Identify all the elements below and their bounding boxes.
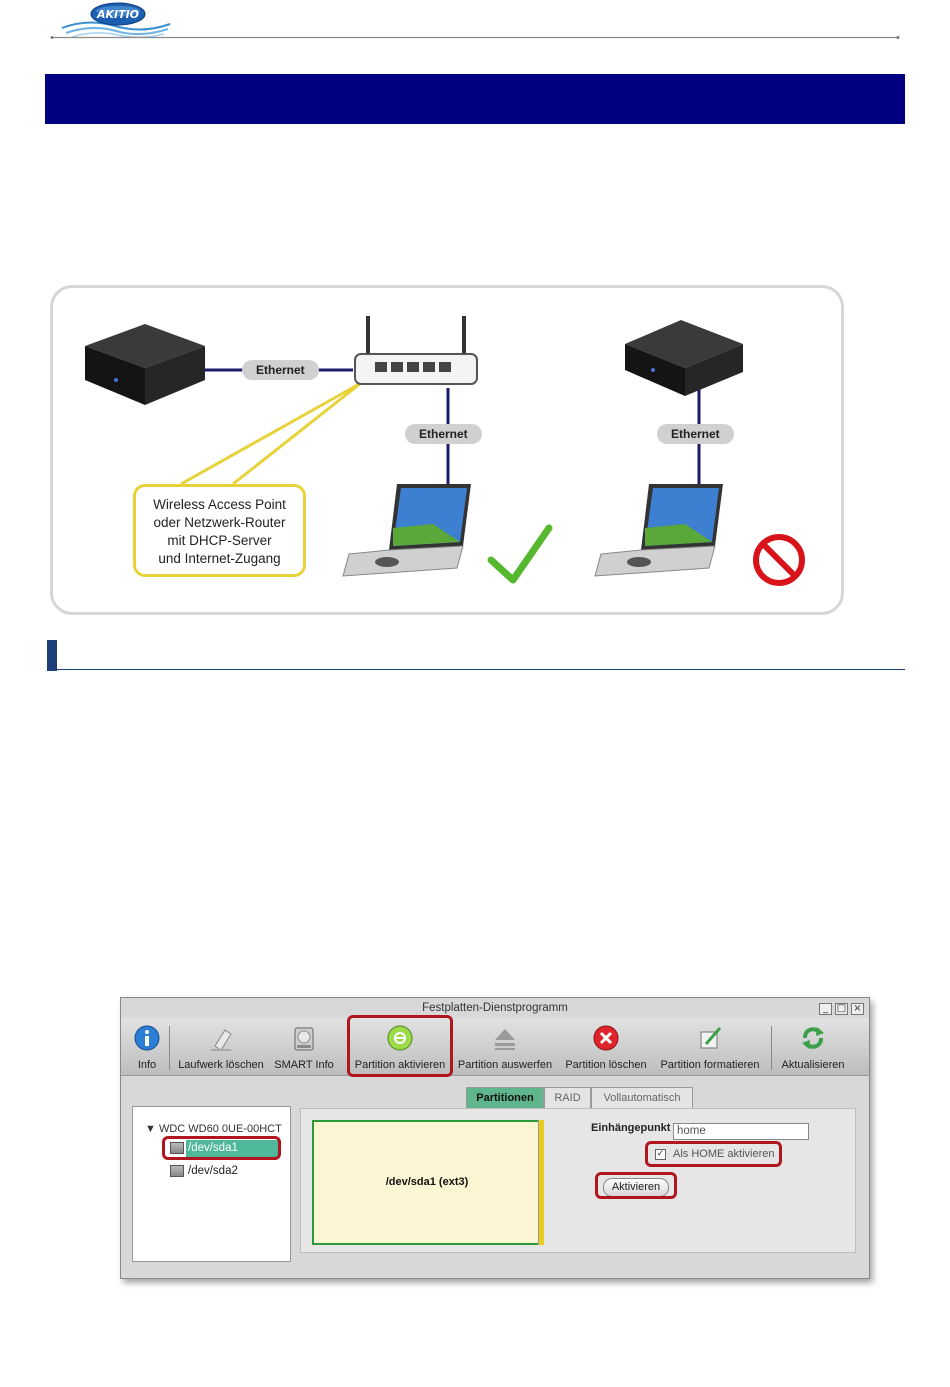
diagram-graphics [85, 316, 805, 586]
callout-line: oder Netzwerk-Router [153, 515, 286, 530]
callout-line: mit DHCP-Server [167, 533, 272, 548]
activate-partition-button[interactable]: Partition aktivieren [350, 1018, 450, 1076]
chapter-title-bar [45, 74, 905, 124]
ethernet-label: Ethernet [405, 424, 482, 444]
eject-partition-button[interactable]: Partition auswerfen [455, 1018, 555, 1076]
tree-item-sda2[interactable]: /dev/sda2 [188, 1165, 238, 1177]
refresh-icon [802, 1027, 824, 1049]
nas-device-icon [85, 324, 205, 405]
minimize-button[interactable]: _ [819, 1003, 832, 1015]
toolbar-label: Partition formatieren [660, 1059, 760, 1071]
tab-vollautomatisch[interactable]: Vollautomatisch [591, 1087, 693, 1110]
header-rule [50, 36, 900, 39]
ethernet-label: Ethernet [242, 360, 319, 380]
disk-utility-window: Festplatten-Dienstprogramm _ □ × Info La… [120, 997, 870, 1279]
eraser-icon [211, 1029, 232, 1051]
partition-map[interactable]: /dev/sda1 (ext3) [312, 1120, 544, 1245]
toolbar-label: Partition löschen [565, 1059, 647, 1071]
refresh-button[interactable]: Aktualisieren [777, 1018, 849, 1076]
disk-info-icon [294, 1027, 314, 1051]
partition-map-free-space [538, 1120, 544, 1245]
laptop-icon [342, 484, 471, 577]
delete-partition-button[interactable]: Partition löschen [561, 1018, 651, 1076]
partition-panel: /dev/sda1 (ext3) Einhängepunkt home ✓ Al… [300, 1108, 856, 1253]
close-button[interactable]: × [851, 1003, 864, 1015]
network-diagram: Ethernet Ethernet Ethernet Wireless Acce… [50, 285, 844, 615]
activate-button[interactable]: Aktivieren [603, 1178, 669, 1197]
tree-item-sda1[interactable]: /dev/sda1 [186, 1140, 278, 1157]
ethernet-label: Ethernet [657, 424, 734, 444]
partition-icon [170, 1142, 184, 1154]
partition-icon [170, 1165, 184, 1177]
toolbar-separator [169, 1026, 170, 1070]
toolbar-separator [771, 1026, 772, 1070]
forbidden-icon [753, 534, 805, 586]
home-checkbox-label: Als HOME aktivieren [673, 1148, 775, 1160]
info-icon [134, 1025, 160, 1051]
router-callout: Wireless Access Point oder Netzwerk-Rout… [133, 484, 306, 577]
format-partition-button[interactable]: Partition formatieren [657, 1018, 763, 1076]
window-title: Festplatten-Dienstprogramm [422, 1002, 568, 1014]
section-rule [57, 669, 905, 670]
check-icon [487, 524, 553, 584]
laptop-icon [594, 484, 723, 577]
format-icon [700, 1027, 722, 1049]
toolbar-label: Aktualisieren [781, 1059, 845, 1071]
disk-name: WDC WD60 0UE-00HCT [158, 1123, 282, 1135]
info-button[interactable]: Info [129, 1018, 165, 1076]
expand-arrow-icon[interactable]: ▼ [145, 1123, 159, 1135]
toolbar-label: Info [137, 1059, 157, 1071]
mount-point-input[interactable]: home [673, 1123, 809, 1140]
delete-icon [593, 1025, 619, 1051]
device-tree: ▼ WDC WD60 0UE-00HCT /dev/sda1 /dev/sda2 [132, 1106, 291, 1262]
toolbar-label: Partition auswerfen [457, 1059, 553, 1071]
eject-icon [495, 1029, 515, 1050]
callout-line: und Internet-Zugang [158, 551, 281, 566]
callout-line: Wireless Access Point [153, 497, 286, 512]
akitio-logo: AKITIO [61, 2, 171, 38]
erase-drive-button[interactable]: Laufwerk löschen [175, 1018, 267, 1076]
toolbar-label: SMART Info [274, 1059, 334, 1071]
toolbar-label: Laufwerk löschen [178, 1059, 264, 1071]
callout-pointer [180, 381, 362, 486]
tab-partitionen[interactable]: Partitionen [466, 1087, 544, 1110]
section-marker [47, 640, 57, 671]
toolbar: Info Laufwerk löschen SMART Info [121, 1018, 869, 1076]
partition-map-label: /dev/sda1 (ext3) [385, 1176, 469, 1188]
maximize-button[interactable]: □ [835, 1003, 848, 1015]
activate-partition-icon [387, 1025, 413, 1051]
tab-raid[interactable]: RAID [544, 1087, 591, 1110]
router-icon [354, 316, 478, 385]
logo-text: AKITIO [96, 8, 139, 21]
mount-point-label: Einhängepunkt [591, 1122, 671, 1134]
smart-info-button[interactable]: SMART Info [271, 1018, 337, 1076]
nas-device-icon [625, 320, 743, 396]
tree-root-disk[interactable]: ▼ WDC WD60 0UE-00HCT [145, 1123, 282, 1135]
toolbar-label: Partition aktivieren [354, 1059, 446, 1071]
home-checkbox[interactable]: ✓ [655, 1149, 666, 1160]
